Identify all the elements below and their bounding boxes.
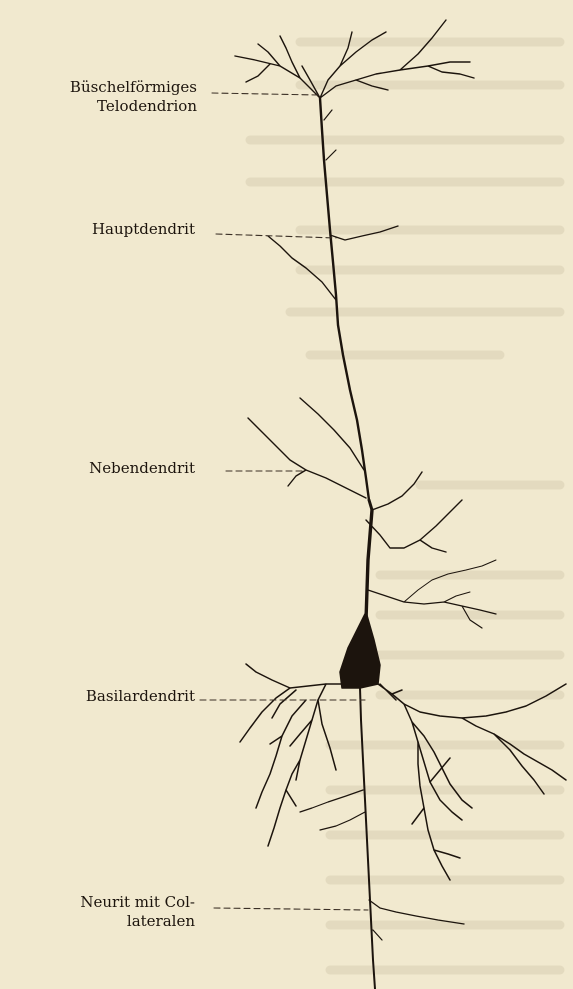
label-telodendrion: Büschelförmiges Telodendrion: [70, 78, 197, 116]
label-telodendrion-line2: Telodendrion: [70, 97, 197, 116]
label-neurit-line1: Neurit mit Col-: [80, 893, 195, 912]
label-telodendrion-line1: Büschelförmiges: [70, 78, 197, 97]
basal-dendrites: [240, 664, 566, 880]
label-basilardendrit: Basilardendrit: [86, 687, 195, 706]
label-basilardendrit-text: Basilardendrit: [86, 687, 195, 706]
label-neurit: Neurit mit Col- lateralen: [80, 893, 195, 931]
cell-body: [340, 510, 496, 688]
label-hauptdendrit-text: Hauptdendrit: [92, 220, 195, 239]
leader-line-axon: [214, 908, 368, 910]
leader-line-apical: [216, 234, 336, 238]
leader-lines: [200, 93, 368, 910]
label-neurit-line2: lateralen: [80, 912, 195, 931]
side-dendrites: [248, 398, 462, 552]
label-hauptdendrit: Hauptdendrit: [92, 220, 195, 239]
leader-line-tuft: [212, 93, 318, 95]
main-dendrite: [268, 98, 398, 510]
telodendrion-tuft: [235, 20, 474, 98]
label-nebendendrit: Nebendendrit: [89, 459, 195, 478]
label-nebendendrit-text: Nebendendrit: [89, 459, 195, 478]
